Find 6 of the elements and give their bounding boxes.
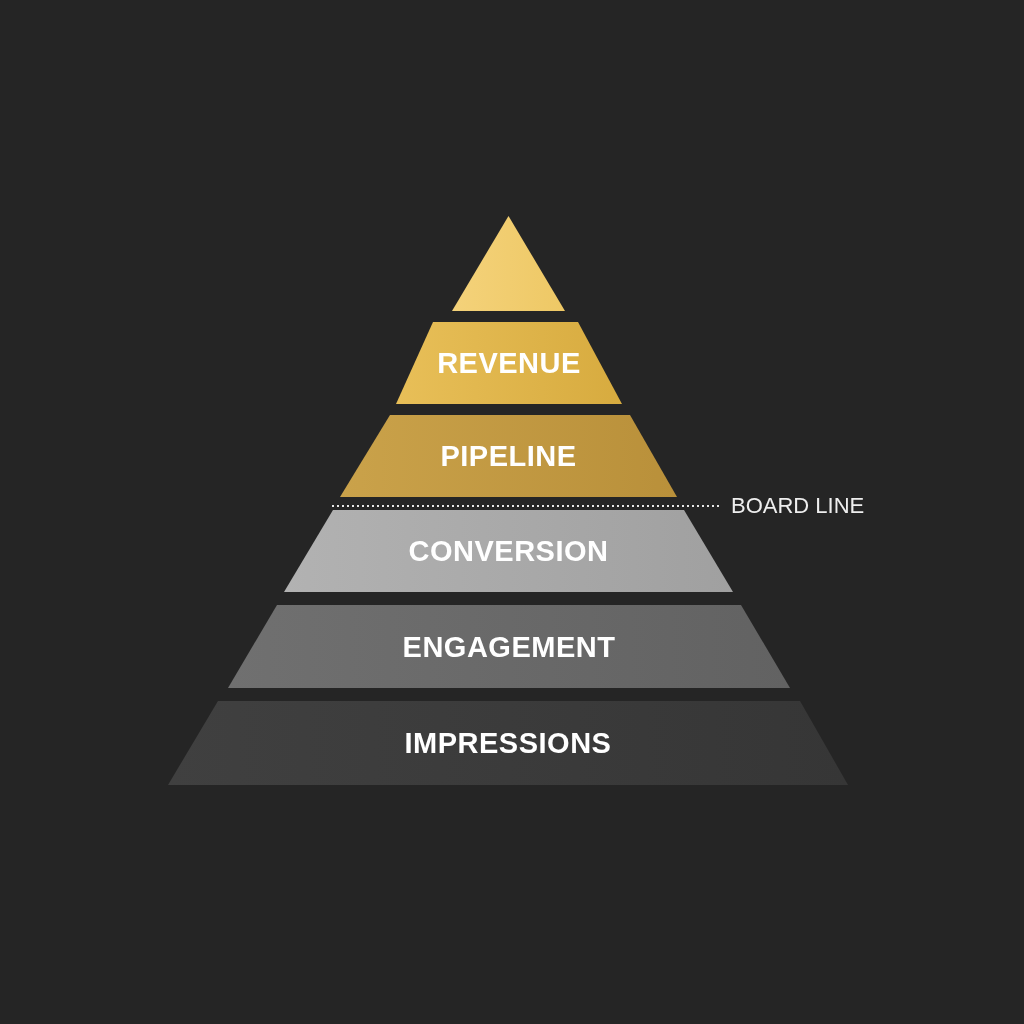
tier-label: PIPELINE <box>439 439 578 473</box>
tier-label: ENGAGEMENT <box>401 630 617 663</box>
tier-label: REVENUE <box>436 346 582 380</box>
tier-label: IMPRESSIONS <box>403 726 613 760</box>
tier-label: CONVERSION <box>407 534 610 568</box>
threshold-label: BOARD LINE <box>731 493 865 519</box>
